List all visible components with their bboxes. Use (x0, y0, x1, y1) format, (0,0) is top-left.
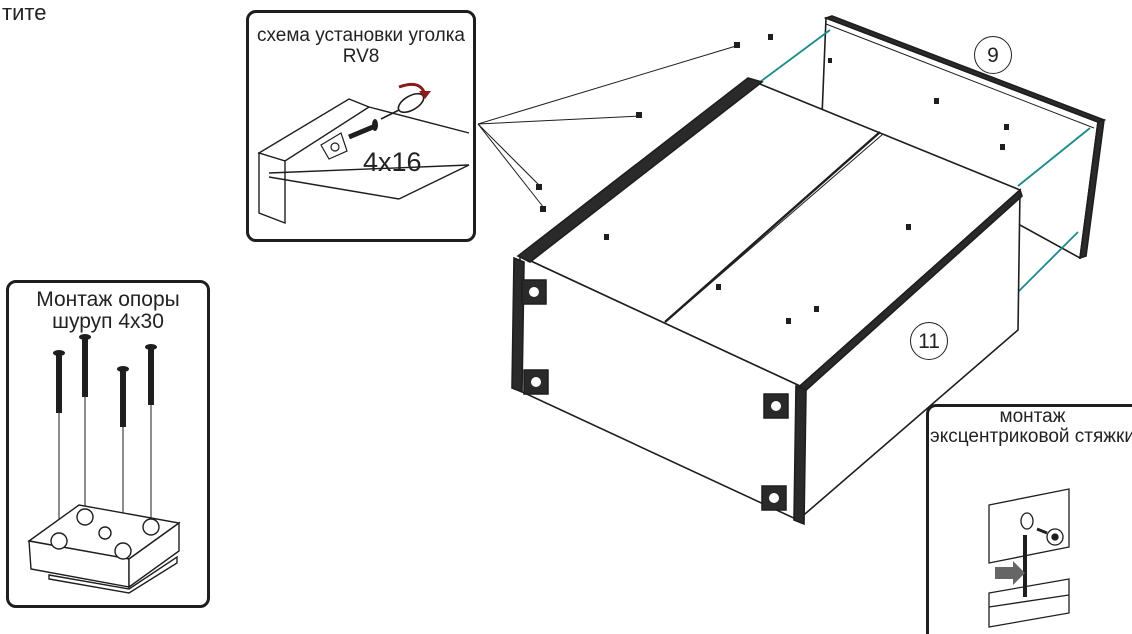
down-arrow-icon (995, 561, 1025, 585)
leg-inset-title: Монтаж опоры шуруп 4x30 (36, 288, 180, 333)
drawer-box-11 (511, 77, 1023, 526)
back-panel-holes (768, 34, 1009, 150)
leg-pad-centers (529, 287, 781, 503)
back-panel-9 (821, 15, 1107, 260)
callout-drawer-box: 11 (910, 322, 948, 360)
drawer-assembly-drawing (477, 15, 1107, 526)
teal-guide-lines (759, 29, 1091, 301)
screw-size-label: 4x16 (363, 147, 422, 177)
screwdriver-icon (380, 92, 425, 120)
cam-diagram (988, 488, 1070, 628)
rv8-inset-title: схема установки уголка RV8 (256, 25, 465, 67)
screw-icon (56, 337, 154, 427)
rv8-diagram (257, 82, 470, 225)
leg-diagram (27, 334, 181, 594)
rv8-leader-lines (477, 45, 737, 209)
rv8-brackets (536, 42, 740, 212)
cam-lock-icon (1036, 527, 1064, 546)
leg-support-icon (27, 504, 181, 594)
leg-pads (521, 279, 789, 511)
leg-install-inset: Монтаж опоры шуруп 4x30 (6, 280, 210, 608)
bracket-icon (320, 132, 348, 160)
cam-inset-title: монтаж эксцентриковой стяжки (930, 406, 1132, 447)
cam-lock-inset: монтаж эксцентриковой стяжки (926, 404, 1132, 634)
rv8-install-inset: схема установки уголка RV8 4x16 (246, 10, 476, 242)
page-text-fragment: тите (2, 0, 47, 25)
drawer-holes (604, 224, 911, 324)
callout-back-panel: 9 (974, 36, 1012, 74)
screw-icon (348, 119, 378, 140)
